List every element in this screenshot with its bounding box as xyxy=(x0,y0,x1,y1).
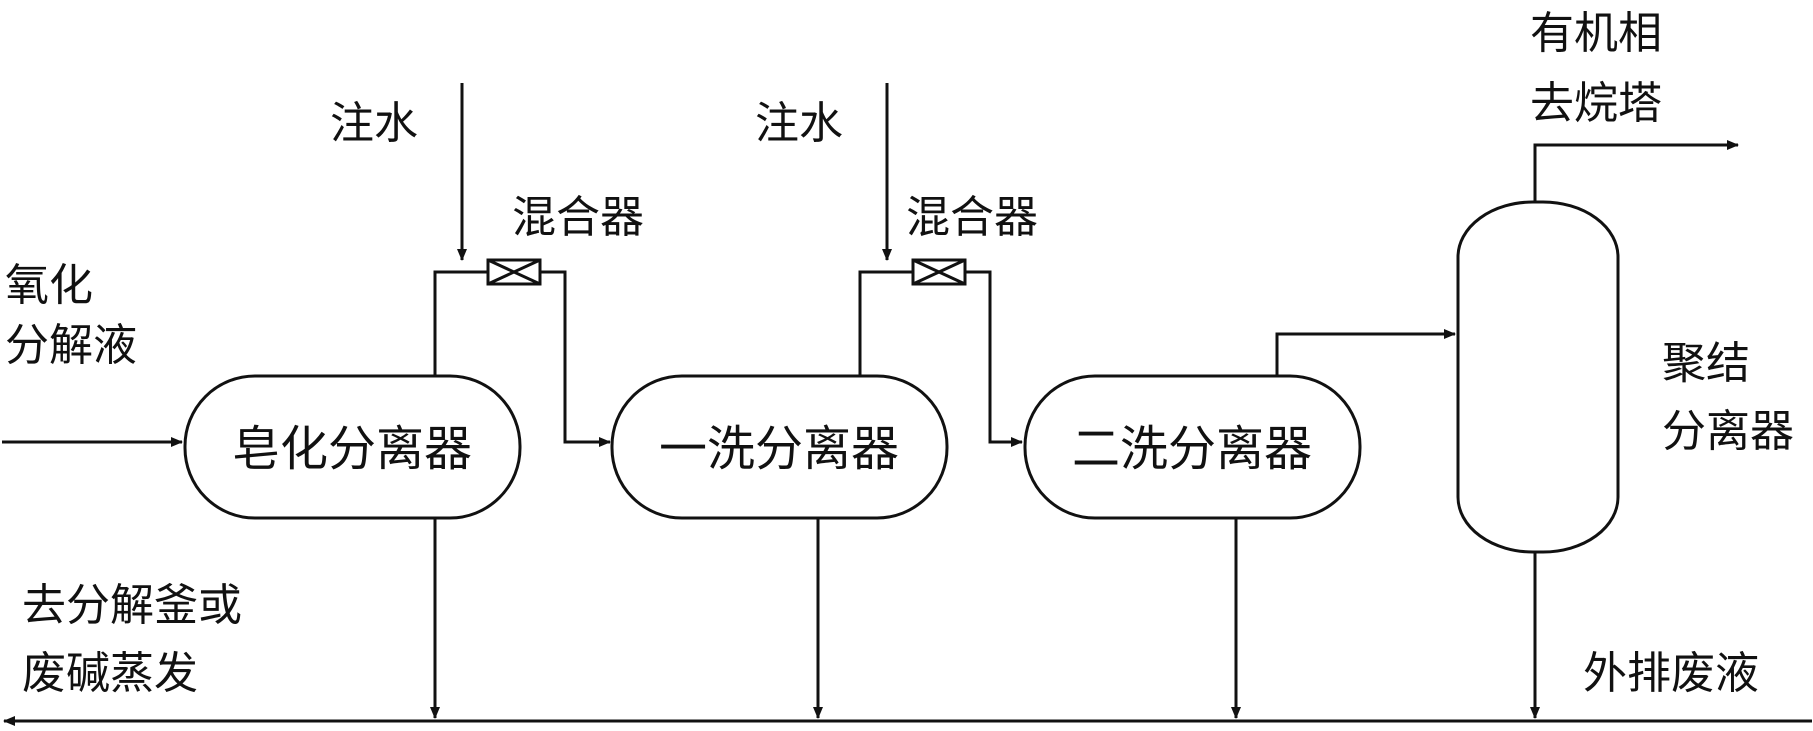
mixer-2-to-wash-2-line xyxy=(965,270,1023,447)
mixer-1-label: 混合器 xyxy=(512,192,644,243)
saponification-separator-vessel xyxy=(183,374,522,520)
saponification-overhead-line xyxy=(433,270,488,376)
wash-2-overhead-line xyxy=(1275,329,1456,376)
wash-1-separator-vessel xyxy=(610,374,949,520)
water-injection-2-label: 注水 xyxy=(755,98,843,149)
wash-2-separator-label: 二洗分离器 xyxy=(1072,421,1312,477)
water-injection-1-label: 注水 xyxy=(330,98,418,149)
organic-phase-arrow xyxy=(1533,140,1739,202)
coalescer-separator-label: 聚结 分离器 xyxy=(1662,338,1794,457)
coalescer-separator-vessel xyxy=(1456,200,1620,554)
to-decomposer-label: 去分解釜或 废碱蒸发 xyxy=(22,580,256,699)
saponification-separator-label: 皂化分离器 xyxy=(232,421,472,477)
wash-1-overhead-line xyxy=(858,270,913,376)
organic-phase-label: 有机相 去烷塔 xyxy=(1530,8,1676,129)
feed-label: 氧化 分解液 xyxy=(5,260,137,371)
mixer-1-icon xyxy=(486,258,542,286)
mixer-2-label: 混合器 xyxy=(906,192,1038,243)
mixer-2-icon xyxy=(911,258,967,286)
mixer-1-to-wash-1-line xyxy=(540,270,611,447)
waste-discharge-label: 外排废液 xyxy=(1583,648,1759,699)
wash-2-separator-vessel xyxy=(1023,374,1362,520)
wash-1-separator-label: 一洗分离器 xyxy=(659,421,899,477)
